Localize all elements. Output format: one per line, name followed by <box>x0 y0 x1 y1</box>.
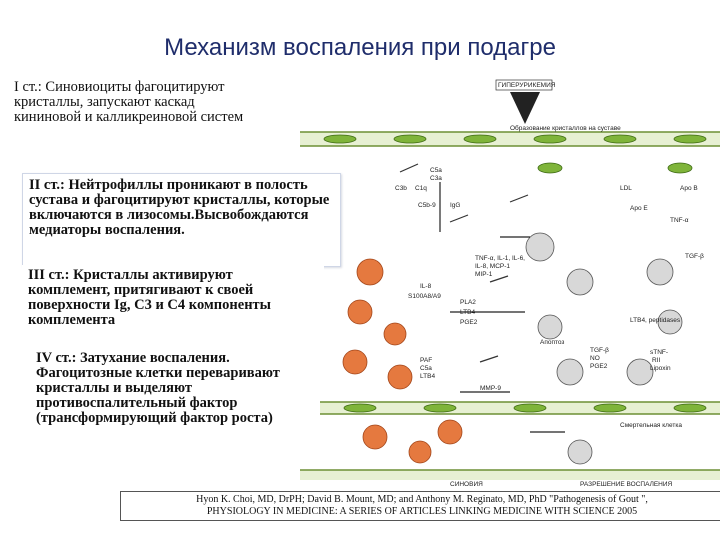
stage-3-box: III ст.: Кристаллы активируют комплемент… <box>22 265 324 331</box>
label-lipoxin: Lipoxin <box>650 365 671 372</box>
label-hyperuricemia: ГИПЕРУРИКЕМИЯ <box>498 82 556 89</box>
reference-line-1: Hyon K. Choi, MD, DrPH; David B. Mount, … <box>196 494 648 505</box>
label-ltb4: LTB4 <box>460 309 475 316</box>
urate-crystals <box>399 163 529 363</box>
label-c5a: C5a <box>430 167 442 174</box>
reference-line-2: PHYSIOLOGY IN MEDICINE: A SERIES OF ARTI… <box>206 506 638 517</box>
label-s100a8a9: S100A8/A9 <box>408 293 441 300</box>
label-tnfa-il: TNF-α, IL-1, IL-6, <box>475 255 525 262</box>
label-c3b: C3b <box>395 185 407 192</box>
label-no: NO <box>590 355 600 362</box>
membrane-band-bottom <box>300 469 720 480</box>
pathway-arrows <box>439 182 565 433</box>
label-rii: RII <box>652 357 661 364</box>
page-title: Механизм воспаления при подагре <box>164 34 556 61</box>
label-tnfa: TNF-α <box>670 217 689 224</box>
label-c3a: C3a <box>430 175 442 182</box>
label-ldl: LDL <box>620 185 632 192</box>
label-pge2-2: PGE2 <box>590 363 608 370</box>
stage-1-text: I ст.: Синовиоциты фагоцитируют кристалл… <box>8 76 354 129</box>
label-igg: IgG <box>450 202 460 209</box>
label-crystal-formation: Образование кристаллов на суставе <box>510 124 621 132</box>
label-c5a-2: C5a <box>420 365 432 372</box>
gout-pathogenesis-diagram: ГИПЕРУРИКЕМИЯ Образование кристаллов на … <box>300 79 720 488</box>
stage-3-body: Кристаллы активируют комплемент, притяги… <box>28 267 271 328</box>
macrophage-cells <box>525 232 683 465</box>
label-synovium: СИНОВИЯ <box>450 481 483 488</box>
label-paf: PAF <box>420 357 432 364</box>
label-c5b9: C5b-9 <box>418 202 436 209</box>
stage-2-body: Нейтрофиллы проникают в полость сустава … <box>29 177 330 238</box>
synoviocyte-cells <box>323 134 707 413</box>
label-ltb4-peptidases: LTB4, peptidases <box>630 317 681 324</box>
stage-4-heading: IV ст.: <box>36 350 77 366</box>
label-pge2: PGE2 <box>460 319 478 326</box>
label-apoe: Apo E <box>630 205 648 212</box>
label-apob: Apo B <box>680 185 698 192</box>
label-mip1: MIP-1 <box>475 271 493 278</box>
label-il8-mcp1: IL-8, MCP-1 <box>475 263 510 270</box>
stage-4-box: IV ст.: Затухание воспаления. Фагоцитозн… <box>30 348 320 429</box>
stage-2-heading: II ст.: <box>29 177 65 193</box>
reference-box: Hyon K. Choi, MD, DrPH; David B. Mount, … <box>120 491 720 521</box>
stage-3-heading: III ст.: <box>28 267 70 283</box>
label-pla2: PLA2 <box>460 299 476 306</box>
label-c1q: C1q <box>415 185 427 192</box>
label-il8: IL-8 <box>420 283 432 290</box>
label-tgfb-2: TGF-β <box>590 347 609 354</box>
hyperuricemia-arrow <box>495 79 553 124</box>
label-tgfb: TGF-β <box>685 253 704 260</box>
stage-4-body: Затухание воспаления. Фагоцитозные клетк… <box>36 350 280 426</box>
label-resolution: РАЗРЕШЕНИЕ ВОСПАЛЕНИЯ <box>580 481 673 488</box>
stage-1-body: I ст.: Синовиоциты фагоцитируют кристалл… <box>14 79 244 125</box>
label-ltb4-2: LTB4 <box>420 373 435 380</box>
stage-2-box: II ст.: Нейтрофиллы проникают в полость … <box>22 173 341 267</box>
label-mmp9: MMP-9 <box>480 385 501 392</box>
label-dying-cell: Смертельная клетка <box>620 422 682 429</box>
label-apoptosis: Апоптоз <box>540 339 564 346</box>
membrane-band-top <box>300 131 720 147</box>
neutrophil-cells <box>342 258 463 464</box>
label-stnf: sTNF- <box>650 349 668 356</box>
